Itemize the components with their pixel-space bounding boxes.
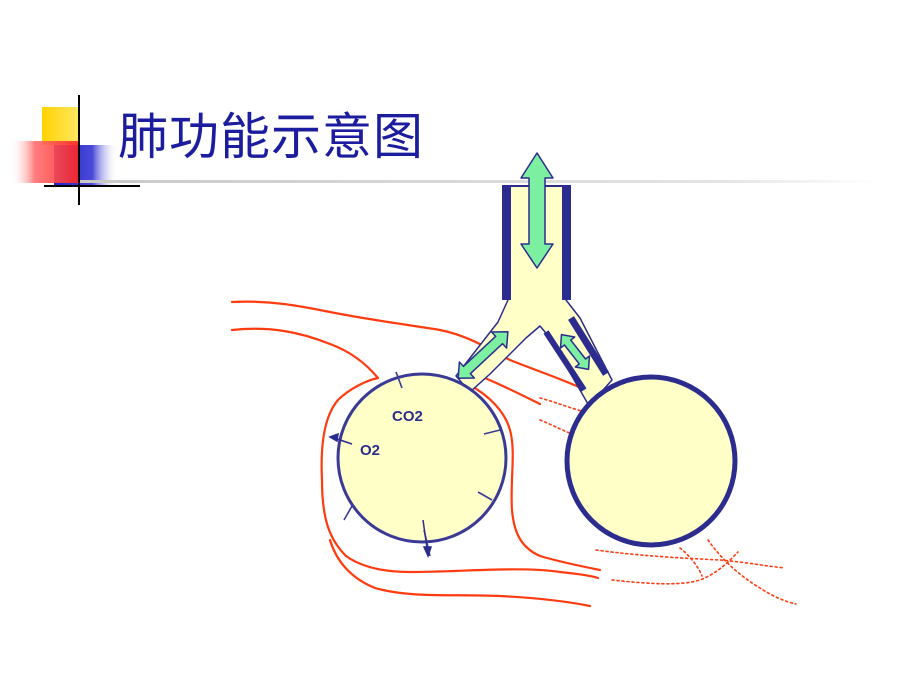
trachea-wall-left [502,186,511,300]
vessel-inner-upper [230,327,380,380]
trachea-wall-right [562,186,571,300]
blood-vessel [230,300,602,608]
bronchus-wall-right [568,316,609,376]
vessel-inner-right [466,382,602,572]
o2-label: O2 [360,442,380,459]
o2-arrow-icon [328,432,353,445]
co2-label: CO2 [392,408,423,425]
right-bronchus-airflow-arrow-icon [559,333,591,371]
alveolus-left [336,372,508,544]
accent-yellow-square [42,107,80,145]
vessel-bottom [328,538,592,608]
title-accent-icon [10,95,140,205]
capillary-2 [539,419,579,437]
alveolus-right [564,374,738,548]
title-underline [80,180,880,183]
co2-arrow-icon [422,519,433,559]
trachea-airflow-arrow-icon [520,152,554,269]
vessel-outer-loop [320,376,600,580]
capillary-4 [611,551,739,585]
capillary-5 [707,539,797,605]
bronchus-wall-right-inner [543,330,587,392]
capillary-1 [539,397,586,413]
capillaries [539,397,797,605]
capillary-6 [679,547,703,577]
capillary-3 [595,549,786,569]
vessel-outer-upper [230,300,592,394]
accent-red-square [10,141,80,183]
page-title: 肺功能示意图 [118,108,424,166]
left-bronchus-airflow-arrow-icon [457,331,509,379]
airflow-arrows [457,152,591,379]
